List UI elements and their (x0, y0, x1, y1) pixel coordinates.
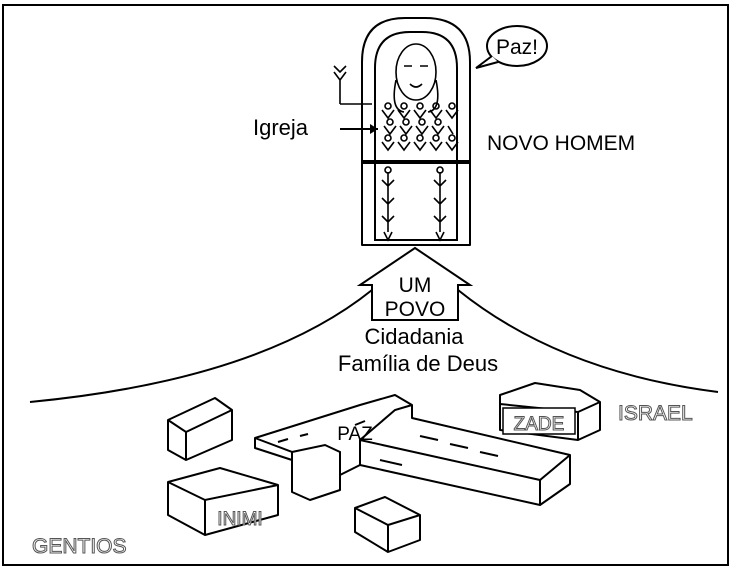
temple-figure (333, 17, 471, 246)
gentiles-label: GENTIOS (32, 535, 127, 558)
right-curve (457, 289, 719, 393)
up-arrow (356, 246, 474, 321)
church-arrow (340, 124, 378, 134)
block-left: INIMI (167, 467, 279, 536)
new-man-label: NOVO HOMEM (487, 132, 635, 155)
people-line2: POVO (385, 298, 446, 321)
left-curve (29, 289, 373, 403)
citizenship-label: Cidadania (364, 324, 464, 349)
block-right-text: ZADE (514, 414, 565, 435)
israel-label: ISRAEL (618, 402, 693, 425)
cross-word: PAZ (337, 424, 373, 445)
church-label: Igreja (253, 115, 309, 140)
church-crowd (381, 102, 459, 152)
speech-text: Paz! (496, 36, 538, 59)
cross-block: PAZ (254, 394, 571, 506)
block-right: ZADE (499, 382, 601, 441)
speech-bubble: Paz! (475, 25, 548, 69)
block-top-left (167, 397, 233, 461)
block-bottom (354, 496, 421, 553)
family-label: Família de Deus (338, 351, 498, 376)
legs-figures (381, 166, 447, 242)
people-line1: UM (399, 274, 432, 297)
block-left-text: INIMI (217, 509, 262, 530)
